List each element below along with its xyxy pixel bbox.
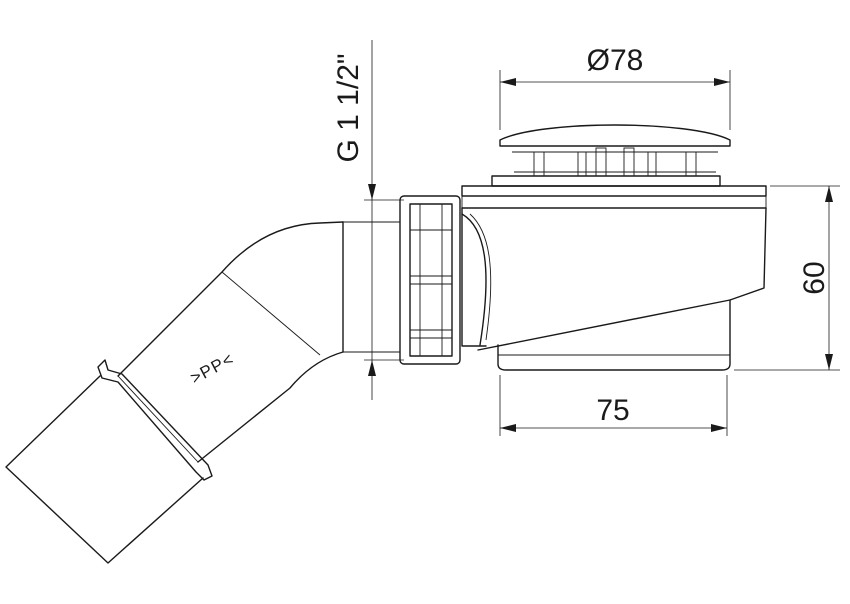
thread-label: G 1 1/2" <box>332 53 365 162</box>
trap-body <box>461 175 767 371</box>
material-mark: >PP< <box>187 349 237 388</box>
drain-cap <box>499 124 731 177</box>
dimension-height <box>734 185 840 371</box>
width-label: 75 <box>596 394 629 427</box>
outlet-pipe <box>5 221 400 564</box>
dimension-diameter <box>499 70 731 130</box>
dimension-width <box>499 375 728 436</box>
dimension-thread <box>364 40 404 400</box>
union-nut <box>399 195 461 365</box>
height-label: 60 <box>798 261 831 294</box>
diameter-label: Ø78 <box>587 44 644 77</box>
